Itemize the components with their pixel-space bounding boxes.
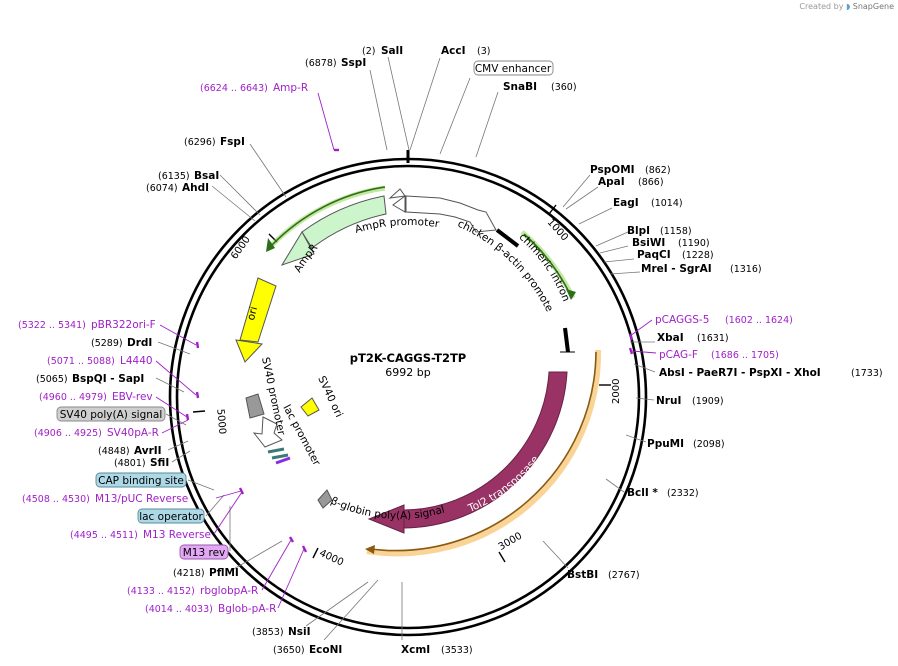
lac-operator-box[interactable]: lac operator bbox=[137, 508, 205, 524]
primer-bglob-pa-r[interactable]: (4014 .. 4033)Bglob-pA-R bbox=[145, 603, 276, 615]
credit-prefix: Created by bbox=[799, 2, 844, 11]
ampr-arrow-head bbox=[280, 230, 315, 266]
site-sali[interactable]: (2)SalI bbox=[362, 45, 403, 57]
site-bsai[interactable]: (6135)BsaI bbox=[158, 170, 219, 182]
site-leaders bbox=[155, 56, 656, 641]
backbone-inner-ring bbox=[175, 164, 641, 630]
ori-arrow-body bbox=[239, 277, 277, 343]
site-mrei-sgrai[interactable]: MreI - SgrAI(1316) bbox=[641, 263, 762, 275]
snapgene-credit: Created by ◗ SnapGene bbox=[799, 2, 894, 11]
site-absi-xhoi[interactable]: AbsI - PaeR7I - PspXI - XhoI(1733) bbox=[659, 367, 883, 379]
site-drdi[interactable]: (5289)DrdI bbox=[91, 337, 152, 349]
site-avrii[interactable]: (4848)AvrII bbox=[98, 445, 162, 457]
primer-leaders bbox=[155, 92, 657, 609]
cmv-enhancer-box[interactable]: CMV enhancer bbox=[473, 60, 554, 76]
site-xbai[interactable]: XbaI(1631) bbox=[657, 332, 729, 344]
credit-brand: SnapGene bbox=[852, 2, 894, 11]
sv40-ori-label: SV40 ori bbox=[315, 374, 345, 419]
site-econi[interactable]: (3650)EcoNI bbox=[273, 644, 342, 656]
ampr-arrow-body bbox=[301, 195, 387, 249]
site-nsii[interactable]: (3853)NsiI bbox=[252, 626, 311, 638]
sv40-polya-shape bbox=[245, 393, 265, 419]
sv40-ori-shape bbox=[300, 397, 320, 417]
site-bcli[interactable]: BclI *(2332) bbox=[627, 487, 699, 499]
primer-pcag-f[interactable]: pCAG-F(1686 .. 1705) bbox=[659, 349, 779, 361]
sv40-promoter-shape bbox=[252, 416, 283, 448]
intron-line-arrowhead bbox=[566, 289, 576, 300]
site-snabi[interactable]: SnaBI(360) bbox=[503, 81, 577, 93]
site-nrui[interactable]: NruI(1909) bbox=[656, 395, 724, 407]
m13-rev-label: M13 rev bbox=[183, 547, 226, 559]
primer-markers bbox=[185, 148, 634, 553]
ampr-line-arrowhead bbox=[266, 238, 275, 252]
lac-operator-label: lac operator bbox=[139, 511, 203, 523]
plasmid-name: pT2K-CAGGS-T2TP bbox=[350, 351, 466, 365]
sv40-polya-label: SV40 poly(A) signal bbox=[60, 409, 163, 421]
tick-label-2000: 2000 bbox=[611, 379, 622, 404]
cmv-enhancer-label: CMV enhancer bbox=[475, 63, 552, 75]
ori-label: ori bbox=[245, 305, 260, 321]
site-xcmi[interactable]: XcmI(3533) bbox=[401, 644, 473, 656]
site-bstbi[interactable]: BstBI(2767) bbox=[567, 569, 640, 581]
ampr-promoter-shape bbox=[392, 195, 406, 213]
tol2-line-arrowhead bbox=[365, 545, 375, 554]
site-ppumi[interactable]: PpuMI(2098) bbox=[647, 438, 725, 450]
cap-binding-label: CAP binding site bbox=[98, 475, 184, 487]
site-pflmi[interactable]: (4218)PflMI bbox=[173, 567, 239, 579]
ori-arrow-head bbox=[235, 339, 264, 363]
cap-site-shape bbox=[267, 447, 285, 454]
primer-m13-puc-reverse[interactable]: (4508 .. 4530)M13/pUC Reverse bbox=[22, 493, 188, 505]
chicken-promoter-label: chicken β-actin promoter bbox=[0, 0, 555, 314]
bglobin-label: β-globin poly(A) signal bbox=[329, 495, 446, 522]
site-apai[interactable]: ApaI(866) bbox=[598, 176, 664, 188]
tick-label-4000: 4000 bbox=[317, 548, 345, 569]
tick-label-5000: 5000 bbox=[214, 408, 227, 434]
site-eagi[interactable]: EagI(1014) bbox=[613, 197, 683, 209]
ampr-line bbox=[271, 186, 386, 246]
cap-binding-box[interactable]: CAP binding site bbox=[95, 472, 187, 488]
site-paqci[interactable]: PaqCI(1228) bbox=[637, 249, 714, 261]
cmv-segment bbox=[495, 228, 520, 248]
sv40-polya-box[interactable]: SV40 poly(A) signal bbox=[56, 406, 166, 422]
cag-marker bbox=[563, 327, 570, 353]
tol2-line bbox=[370, 351, 597, 552]
bglobin-polya-shape bbox=[317, 489, 333, 509]
backbone-outer-ring bbox=[168, 157, 648, 637]
lac-operator-shape bbox=[271, 453, 289, 460]
primer-pcaggs-5[interactable]: pCAGGS-5(1602 .. 1624) bbox=[655, 314, 793, 326]
site-sfii[interactable]: (4801)SfiI bbox=[114, 457, 169, 469]
plasmid-size: 6992 bp bbox=[385, 366, 430, 379]
m13-shape bbox=[275, 456, 291, 465]
site-fspi[interactable]: (6296)FspI bbox=[184, 136, 245, 148]
site-bsiwi[interactable]: BsiWI(1190) bbox=[632, 237, 710, 249]
site-sspi[interactable]: (6878)SspI bbox=[305, 57, 366, 69]
snapgene-logo-icon: ◗ bbox=[845, 2, 851, 11]
tol2-arrow-head bbox=[367, 504, 405, 534]
site-blpi[interactable]: BlpI(1158) bbox=[627, 225, 692, 237]
m13-rev-box[interactable]: M13 rev bbox=[179, 544, 229, 560]
chicken-actin-promoter-shape bbox=[405, 195, 497, 233]
primer-l4440[interactable]: (5071 .. 5088)L4440 bbox=[47, 355, 153, 367]
tol2-highlight bbox=[366, 349, 602, 557]
primer-pbr322ori-f[interactable]: (5322 .. 5341)pBR322ori-F bbox=[18, 319, 156, 331]
primer-rbglobpa-r[interactable]: (4133 .. 4152)rbglobpA-R bbox=[127, 585, 258, 597]
ampr-promoter-tip bbox=[388, 188, 406, 199]
tick-label-3000: 3000 bbox=[497, 531, 525, 553]
site-pspomi[interactable]: PspOMI(862) bbox=[590, 164, 671, 176]
site-ahdi[interactable]: (6074)AhdI bbox=[146, 182, 209, 194]
primer-ebv-rev[interactable]: (4960 .. 4979)EBV-rev bbox=[39, 391, 153, 403]
site-acci[interactable]: AccI(3) bbox=[441, 45, 490, 57]
primer-sv40pa-r[interactable]: (4906 .. 4925)SV40pA-R bbox=[34, 427, 159, 439]
primer-amp-r[interactable]: (6624 .. 6643)Amp-R bbox=[200, 82, 308, 94]
site-bspqi-sapi[interactable]: (5065)BspQI - SapI bbox=[36, 373, 144, 385]
primer-m13-reverse[interactable]: (4495 .. 4511)M13 Reverse bbox=[70, 529, 211, 541]
